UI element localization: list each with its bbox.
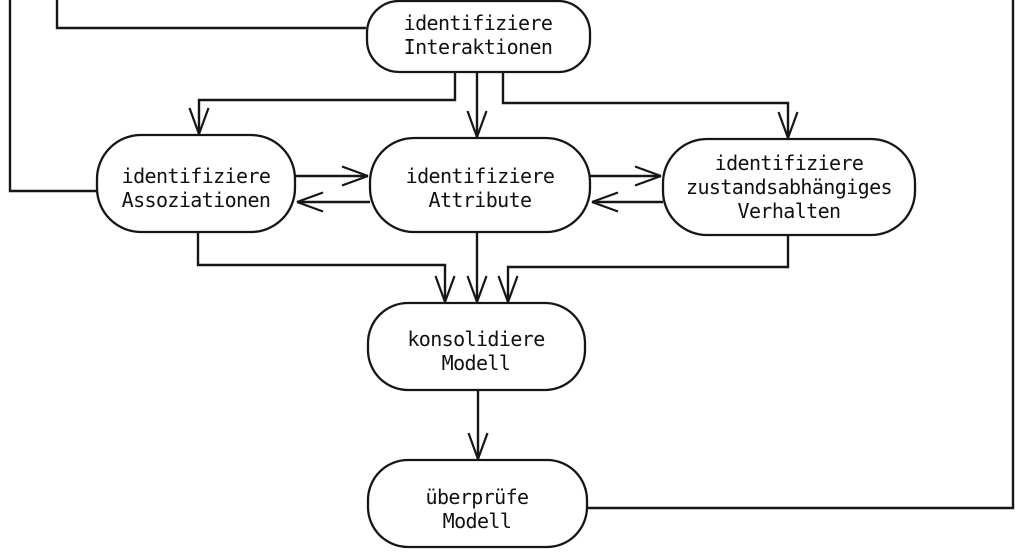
arrowhead-line (475, 110, 488, 138)
arrowhead-line (777, 111, 790, 139)
connector-line (197, 72, 457, 134)
edge-attribute-to-konsolidiere (466, 232, 488, 303)
node-label-line: zustandsabhängiges (686, 175, 892, 199)
edge-konsolidiere-to-ueberpruefe (467, 390, 489, 460)
node-label-line: Verhalten (738, 199, 841, 223)
arrowhead-line (497, 275, 510, 303)
arrowhead-line (591, 200, 619, 213)
edge-attribute-to-verhalten (590, 165, 662, 187)
edge-interaktionen-to-assoziationen (188, 72, 457, 135)
node-label-line: Assoziationen (122, 188, 271, 212)
connector-line (55, 0, 366, 30)
node-label-line: Modell (442, 351, 511, 375)
node-shape[interactable] (366, 458, 589, 549)
edge-interaktionen-to-attribute (466, 72, 488, 138)
arrowhead-line (467, 432, 480, 460)
node-label-line: Interaktionen (404, 35, 553, 59)
node-label-line: identifiziere (715, 151, 864, 175)
arrowhead-line (434, 275, 447, 303)
arrowhead-line (466, 275, 479, 303)
arrowhead-line (296, 191, 324, 204)
arrowhead-line (591, 191, 619, 204)
edge-attribute-to-assoziationen (296, 191, 370, 213)
node-label-line: konsolidiere (407, 327, 544, 351)
edge-assoziationen-to-attribute (295, 165, 369, 187)
edge-interaktionen-to-verhalten (501, 72, 799, 139)
arrowhead-line (634, 165, 662, 178)
connector-line (587, 0, 1015, 510)
arrowhead-line (341, 174, 369, 187)
edge-entry-top-to-interaktionen (55, 0, 366, 30)
arrowhead-line (341, 165, 369, 178)
connector-line (501, 72, 790, 138)
node-label-line: identifiziere (406, 164, 555, 188)
edge-ueberpruefe-to-top-right (587, 0, 1015, 510)
node-shape[interactable] (95, 133, 297, 234)
edge-entry-top-to-assoziationen (8, 0, 96, 193)
arrowhead-line (786, 111, 799, 139)
arrowhead-line (443, 275, 456, 303)
connector-line (8, 0, 96, 193)
node-label-line: überprüfe (426, 485, 529, 509)
edge-assoziationen-to-konsolidiere (196, 232, 456, 303)
node-label-line: identifiziere (404, 11, 553, 35)
node-shape[interactable] (365, 0, 592, 74)
arrowhead-line (197, 107, 210, 135)
node-shape[interactable] (661, 137, 917, 237)
node-label-line: identifiziere (122, 164, 271, 188)
arrowhead-line (475, 275, 488, 303)
node-shape[interactable] (366, 301, 587, 392)
connector-line (506, 235, 790, 302)
arrowhead-line (466, 110, 479, 138)
node-label-line: Attribute (429, 188, 532, 212)
arrowhead-line (634, 174, 662, 187)
node-label-line: Modell (443, 509, 512, 533)
arrowhead-line (296, 200, 324, 213)
edge-verhalten-to-konsolidiere (497, 235, 790, 303)
arrowhead-line (506, 275, 519, 303)
connector-line (196, 232, 447, 302)
edge-verhalten-to-attribute (591, 191, 663, 213)
arrowhead-line (476, 432, 489, 460)
arrowhead-line (188, 107, 201, 135)
node-shape[interactable] (368, 136, 592, 234)
